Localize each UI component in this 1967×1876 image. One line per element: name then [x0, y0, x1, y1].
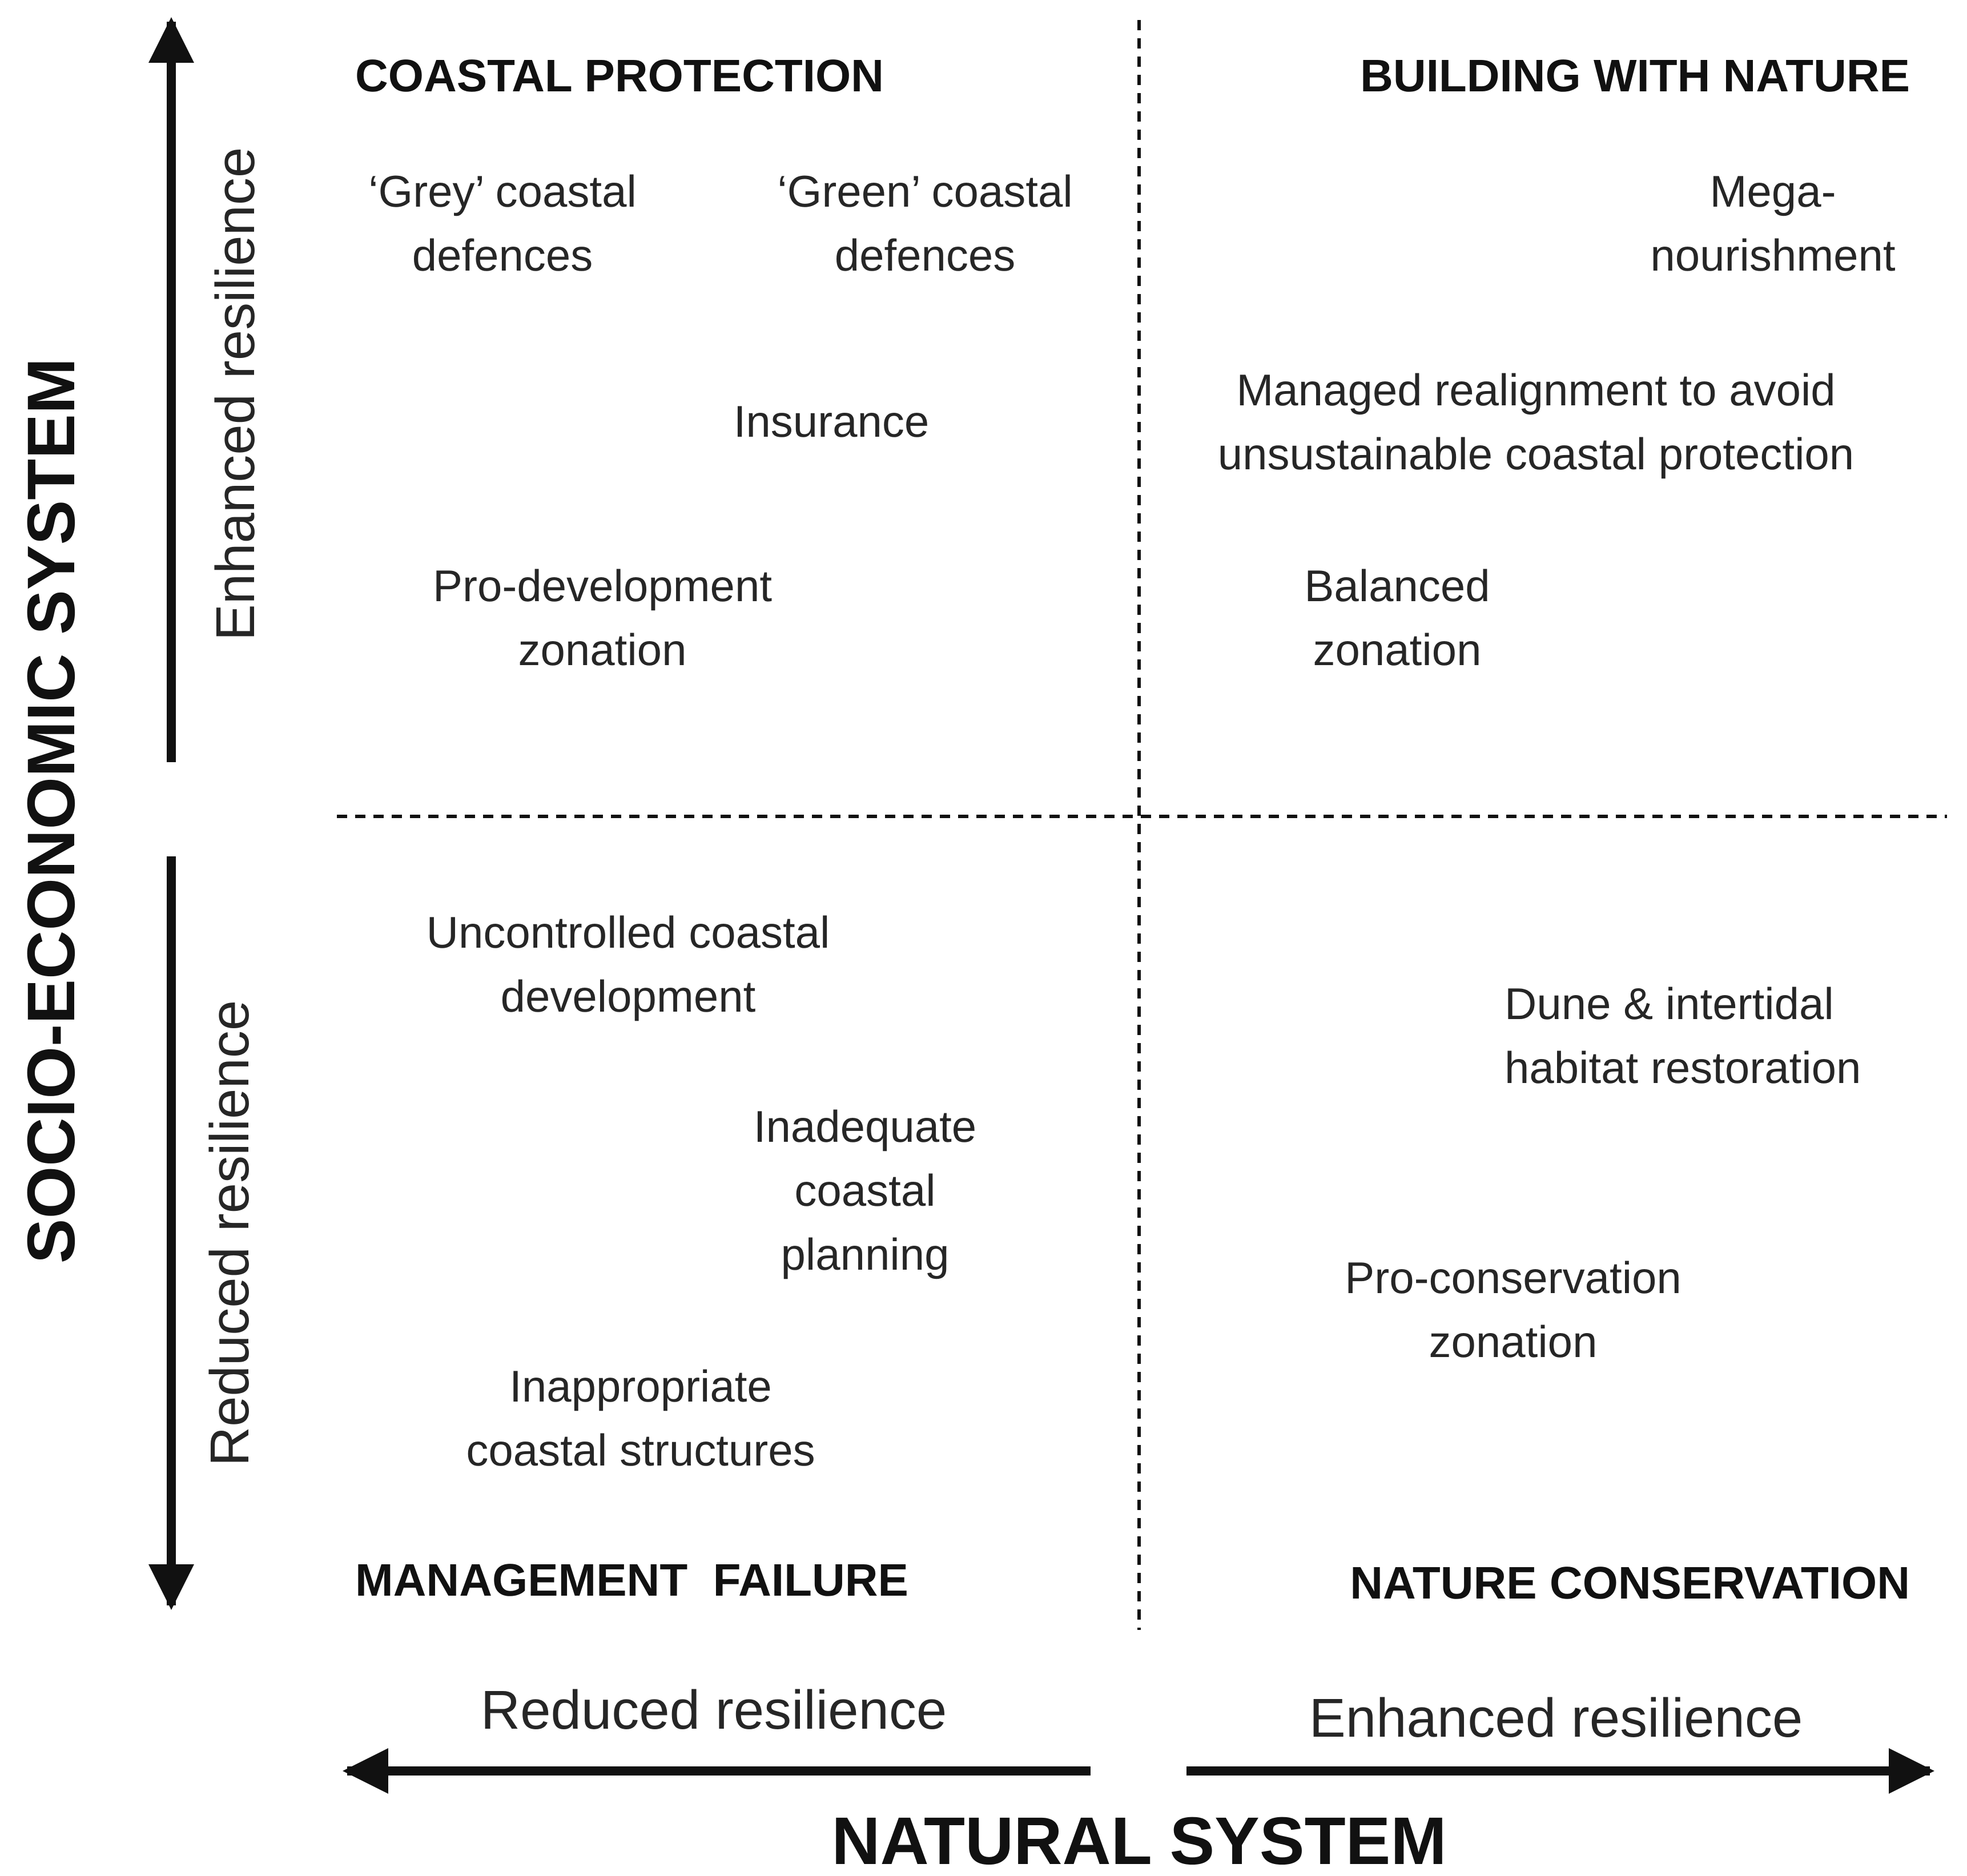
vertical-axis-title: SOCIO-ECONOMIC SYSTEM — [14, 358, 89, 1264]
vertical-upper-label: Enhanced resilience — [205, 147, 266, 641]
horizontal-axis-title: NATURAL SYSTEM — [831, 1803, 1446, 1876]
uncontrolled-development-line: Uncontrolled coastal — [427, 907, 830, 957]
dune-restoration-line: habitat restoration — [1505, 1042, 1861, 1093]
green-defences-line: ‘Green’ coastal — [777, 166, 1072, 216]
uncontrolled-development-line: development — [501, 971, 756, 1021]
vertical-lower-label: Reduced resilience — [199, 1000, 260, 1466]
quadrant-title-management-failure: MANAGEMENT FAILURE — [355, 1555, 908, 1605]
balanced-zonation-line: Balanced — [1304, 561, 1490, 611]
item-pro-development-zonation: Pro-development zonation — [433, 561, 772, 675]
item-green-coastal-defences: ‘Green’ coastal defences — [777, 166, 1072, 280]
managed-realignment-line: unsustainable coastal protection — [1218, 429, 1854, 479]
grey-defences-line: ‘Grey’ coastal — [368, 166, 637, 216]
mega-nourishment-line: Mega- — [1709, 166, 1836, 216]
item-insurance: Insurance — [734, 396, 930, 446]
item-pro-conservation-zonation: Pro-conservation zonation — [1345, 1253, 1682, 1367]
pro-conservation-zonation-line: Pro-conservation — [1345, 1253, 1682, 1303]
item-inadequate-coastal-planning: Inadequate coastal planning — [754, 1101, 976, 1279]
dune-restoration-line: Dune & intertidal — [1505, 979, 1834, 1029]
insurance-line: Insurance — [734, 396, 930, 446]
green-defences-line: defences — [835, 230, 1016, 280]
pro-development-zonation-line: zonation — [518, 625, 687, 675]
item-inappropriate-coastal-structures: Inappropriate coastal structures — [466, 1361, 815, 1475]
inappropriate-structures-line: Inappropriate — [509, 1361, 772, 1411]
managed-realignment-line: Managed realignment to avoid — [1236, 365, 1835, 415]
item-uncontrolled-coastal-development: Uncontrolled coastal development — [427, 907, 830, 1021]
pro-conservation-zonation-line: zonation — [1429, 1317, 1598, 1367]
inappropriate-structures-line: coastal structures — [466, 1425, 815, 1475]
balanced-zonation-line: zonation — [1313, 625, 1482, 675]
quadrant-title-coastal-protection: COASTAL PROTECTION — [355, 50, 884, 101]
inadequate-planning-line: planning — [781, 1229, 950, 1279]
grey-defences-line: defences — [412, 230, 593, 280]
item-balanced-zonation: Balanced zonation — [1304, 561, 1490, 675]
item-mega-nourishment: Mega-nourishment — [1650, 166, 1896, 280]
inadequate-planning-line: Inadequate — [754, 1101, 976, 1152]
horizontal-left-label: Reduced resilience — [481, 1680, 947, 1741]
horizontal-right-label: Enhanced resilience — [1309, 1688, 1803, 1749]
item-grey-coastal-defences: ‘Grey’ coastal defences — [368, 166, 637, 280]
mega-nourishment-line: nourishment — [1650, 230, 1896, 280]
item-managed-realignment: Managed realignment to avoid unsustainabl… — [1218, 365, 1854, 479]
inadequate-planning-line: coastal — [794, 1165, 935, 1215]
pro-development-zonation-line: Pro-development — [433, 561, 772, 611]
quadrant-title-nature-conservation: NATURE CONSERVATION — [1350, 1557, 1910, 1608]
item-dune-intertidal-habitat-restoration: Dune & intertidal habitat restoration — [1505, 979, 1861, 1093]
quadrant-title-building-with-nature: BUILDING WITH NATURE — [1360, 50, 1910, 101]
